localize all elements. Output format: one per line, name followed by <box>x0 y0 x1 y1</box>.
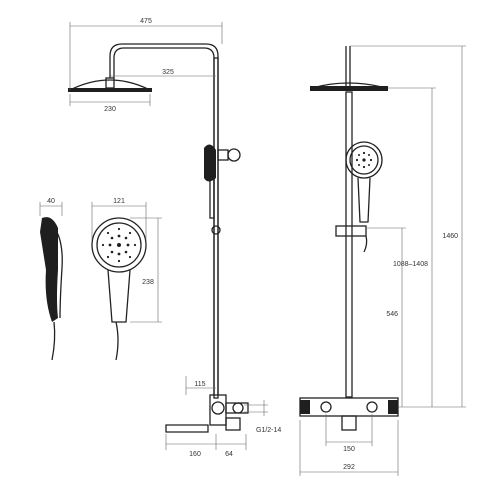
dim-hand-length: 238 <box>142 279 154 286</box>
dim-arm-length: 325 <box>162 69 174 76</box>
diverter-knob <box>217 148 241 162</box>
side-hand-shower <box>335 141 383 253</box>
dim-height-range: 1088–1408 <box>393 261 428 268</box>
dim-body-width: 292 <box>343 464 355 471</box>
hand-shower-front: 121 238 <box>91 198 162 361</box>
side-riser <box>345 91 353 398</box>
rain-head <box>68 77 152 92</box>
side-mixer <box>299 397 399 431</box>
dim-holder-height: 546 <box>386 311 398 318</box>
spray-nozzles <box>101 227 137 263</box>
shower-arm <box>109 43 219 395</box>
dim-head-diameter: 230 <box>104 106 116 113</box>
front-dimensions: 475 325 230 115 160 64 G1/2-14 <box>69 18 281 458</box>
dim-spout-offset: 115 <box>194 381 205 388</box>
dim-inlet-spacing: 150 <box>343 446 355 453</box>
dim-hand-head-width: 121 <box>113 198 125 205</box>
dim-spout-length: 160 <box>189 451 201 458</box>
front-view <box>68 43 249 433</box>
side-dimensions: 1460 1088–1408 546 150 292 <box>299 45 466 476</box>
dim-overall-width: 475 <box>140 18 152 25</box>
side-view <box>299 46 399 431</box>
riser-bar <box>213 57 219 399</box>
dim-inlet-offset: 64 <box>225 451 233 458</box>
front-mixer <box>165 394 249 433</box>
dim-thread: G1/2-14 <box>256 427 281 434</box>
dim-hand-depth: 40 <box>47 198 55 205</box>
hand-shower-side: 40 <box>39 198 63 361</box>
dim-overall-height: 1460 <box>442 233 458 240</box>
front-hand-shower <box>204 144 221 235</box>
